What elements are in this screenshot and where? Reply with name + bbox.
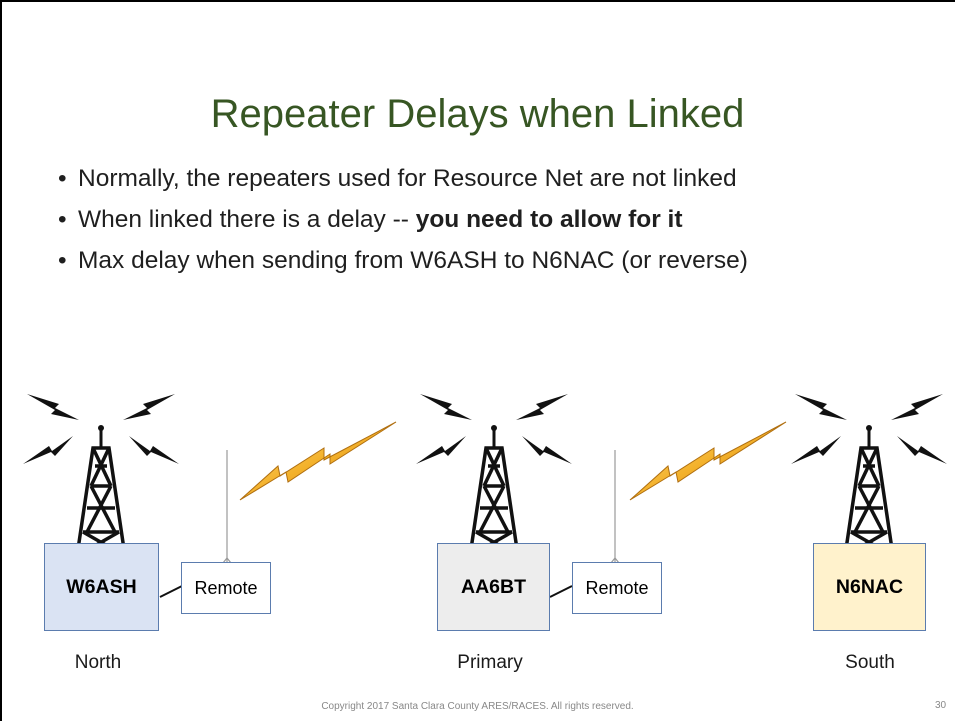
repeater-callsign: AA6BT [460, 575, 526, 598]
remote-box: Remote [572, 562, 662, 614]
bullet-list: •Normally, the repeaters used for Resour… [58, 165, 748, 288]
antenna-icon [218, 450, 236, 569]
location-label-primary: Primary [457, 652, 523, 673]
bullet-text: Max delay when sending from W6ASH to N6N… [78, 247, 748, 274]
connector-line [549, 585, 573, 598]
repeater-box-w6ash: W6ASH [44, 543, 159, 631]
location-label-north: North [74, 652, 122, 673]
slide-border-left [0, 0, 2, 721]
repeater-box-aa6bt: AA6BT [437, 543, 550, 631]
radio-tower-icon [21, 392, 181, 558]
radio-tower-icon [789, 392, 949, 558]
bullet-item: •Normally, the repeaters used for Resour… [58, 165, 737, 192]
repeater-diagram [21, 392, 949, 598]
connector-line [159, 585, 183, 598]
bullet-text: When linked there is a delay -- [78, 206, 416, 233]
slide-title: Repeater Delays when Linked [210, 92, 745, 136]
bullet-emphasis: you need to allow for it [415, 206, 683, 233]
repeater-box-n6nac: N6NAC [813, 543, 926, 631]
lightning-bolt-icon [629, 421, 787, 501]
bullet-text: Normally, the repeaters used for Resourc… [78, 165, 737, 192]
repeater-callsign: W6ASH [66, 575, 137, 598]
bullet-item: •Max delay when sending from W6ASH to N6… [58, 247, 748, 274]
location-label-south: South [845, 652, 895, 673]
page-number: 30 [935, 700, 947, 711]
bullet-item: •When linked there is a delay -- you nee… [58, 206, 683, 233]
remote-box: Remote [181, 562, 271, 614]
remote-label: Remote [585, 577, 649, 598]
antenna-icon [606, 450, 624, 569]
slide-border-top [0, 0, 955, 2]
remote-label: Remote [194, 577, 258, 598]
copyright-footer: Copyright 2017 Santa Clara County ARES/R… [321, 701, 634, 712]
lightning-bolt-icon [239, 421, 397, 501]
repeater-callsign: N6NAC [835, 575, 904, 598]
radio-tower-icon [414, 392, 574, 558]
